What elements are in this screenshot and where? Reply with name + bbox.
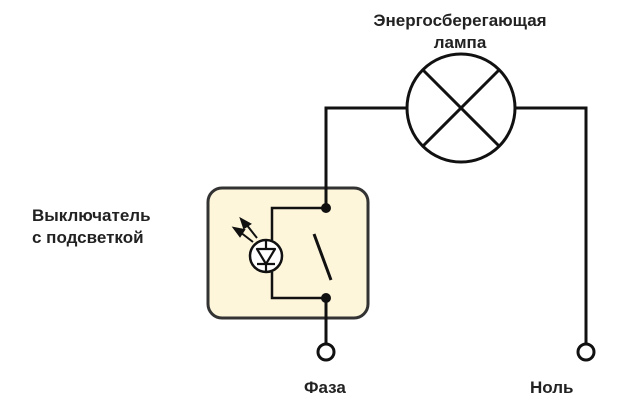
switch-top-contact [321, 203, 331, 213]
lamp-label-line1: Энергосберегающая [373, 11, 547, 30]
lamp-label: Энергосберегающая лампа [330, 10, 590, 54]
phase-terminal-icon [316, 342, 336, 362]
led-indicator-icon [248, 238, 284, 274]
neutral-label: Ноль [530, 378, 574, 397]
switch-contact-blade [312, 233, 333, 281]
switch-to-lamp-wire [324, 106, 407, 208]
switch-label-line1: Выключатель [32, 206, 151, 225]
neutral-wire [515, 106, 588, 344]
indicator-wire-top [270, 206, 326, 240]
indicator-wire-bottom [270, 272, 326, 300]
phase-label: Фаза [304, 378, 346, 397]
switch-housing [206, 186, 370, 320]
neutral-terminal-icon [576, 342, 596, 362]
switch-label-line2: с подсветкой [32, 228, 144, 247]
switch-bottom-contact [321, 293, 331, 303]
switch-label: Выключатель с подсветкой [32, 205, 151, 249]
lamp-icon [405, 52, 517, 164]
light-emission-icon [231, 216, 258, 243]
lamp-label-line2: лампа [433, 33, 487, 52]
